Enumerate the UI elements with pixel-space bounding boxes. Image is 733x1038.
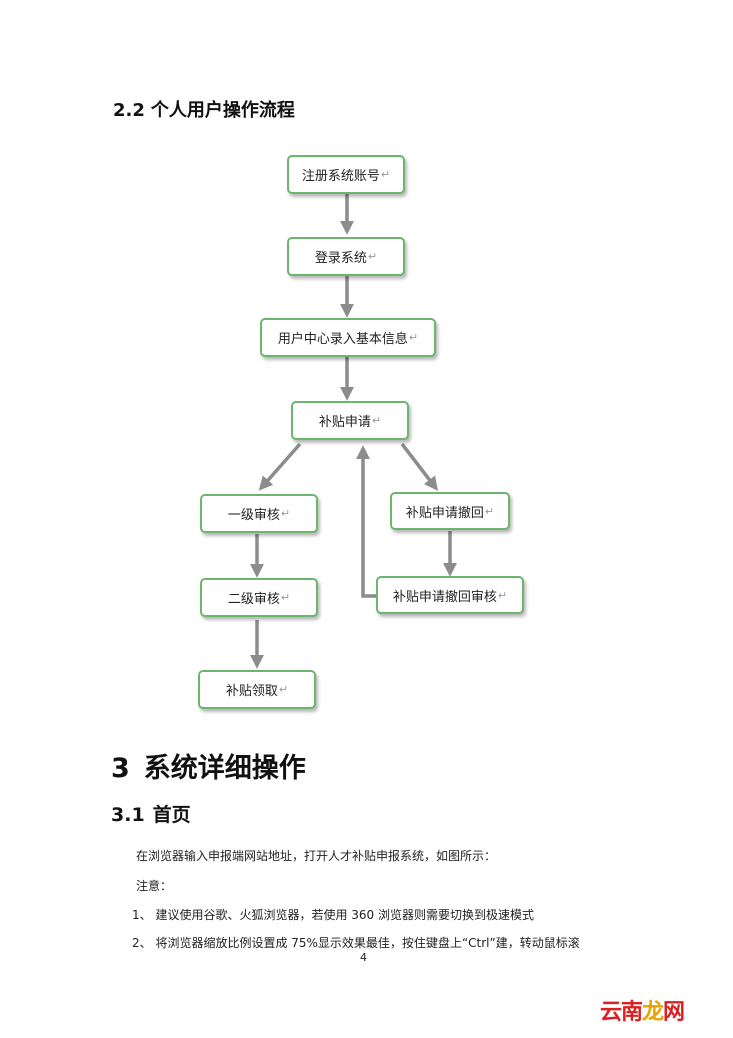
section-title: 个人用户操作流程	[150, 100, 295, 121]
section-number: 3.1	[111, 804, 145, 826]
node-label: 补贴申请	[318, 415, 371, 430]
watermark-char: 网	[663, 999, 685, 1025]
node-label: 补贴申请撤回	[405, 505, 484, 521]
node-label: 用户中心录入基本信息	[277, 332, 408, 347]
paragraph-mark: ↵	[371, 414, 382, 427]
paragraph-mark: ↵	[367, 250, 378, 263]
paragraph-mark: ↵	[380, 168, 391, 181]
page-number: 4	[360, 951, 367, 964]
arrow-apply-to-withdraw	[400, 442, 438, 491]
paragraph-mark: ↵	[280, 507, 291, 520]
paragraph-mark: ↵	[278, 683, 289, 696]
node-label: 补贴领取	[225, 684, 278, 699]
arrow-review-back-to-apply	[356, 445, 376, 598]
section-number: 3	[111, 753, 130, 784]
intro-paragraph: 在浏览器输入申报端网站地址，打开人才补贴申报系统，如图所示：	[136, 849, 497, 863]
node-label: 登录系统	[314, 251, 367, 266]
paragraph-mark: ↵	[497, 588, 508, 602]
node-label: 注册系统账号	[301, 169, 380, 184]
section-title: 系统详细操作	[143, 753, 306, 784]
node-label: 补贴申请撤回审核	[392, 589, 497, 605]
watermark-char: 云	[600, 999, 622, 1025]
flow-node-register: 注册系统账号↵	[287, 155, 405, 194]
arrow-apply-to-level1	[258, 442, 302, 491]
flow-node-level1-review: 一级审核↵	[200, 494, 318, 533]
flow-node-user-center: 用户中心录入基本信息↵	[260, 318, 436, 357]
flow-node-level2-review: 二级审核↵	[200, 578, 318, 617]
section-heading-3-1: 3.1 首页	[111, 800, 191, 827]
paragraph-mark: ↵	[484, 504, 495, 518]
section-title: 首页	[152, 804, 191, 826]
section-heading-3: 3 系统详细操作	[111, 746, 306, 785]
site-watermark-logo: 云南龙网	[600, 994, 685, 1026]
note-label: 注意：	[136, 879, 173, 893]
paragraph-mark: ↵	[280, 591, 291, 604]
watermark-char: 龙	[642, 999, 664, 1025]
flow-node-subsidy-apply: 补贴申请↵	[291, 401, 409, 440]
flow-node-subsidy-collect: 补贴领取↵	[198, 670, 316, 709]
watermark-char: 南	[621, 999, 643, 1025]
flow-node-login: 登录系统↵	[287, 237, 405, 276]
section-number: 2.2	[113, 100, 145, 121]
note-item-1: 1、 建议使用谷歌、火狐浏览器，若使用 360 浏览器则需要切换到极速模式	[132, 908, 534, 922]
flow-node-withdraw-review: 补贴申请撤回审核↵	[376, 576, 524, 614]
note-item-2: 2、 将浏览器缩放比例设置成 75%显示效果最佳，按住键盘上“Ctrl”建，转动…	[132, 936, 580, 950]
node-label: 二级审核	[227, 592, 280, 607]
flow-node-withdraw: 补贴申请撤回↵	[390, 492, 510, 530]
paragraph-mark: ↵	[408, 331, 419, 344]
node-label: 一级审核	[227, 508, 280, 523]
